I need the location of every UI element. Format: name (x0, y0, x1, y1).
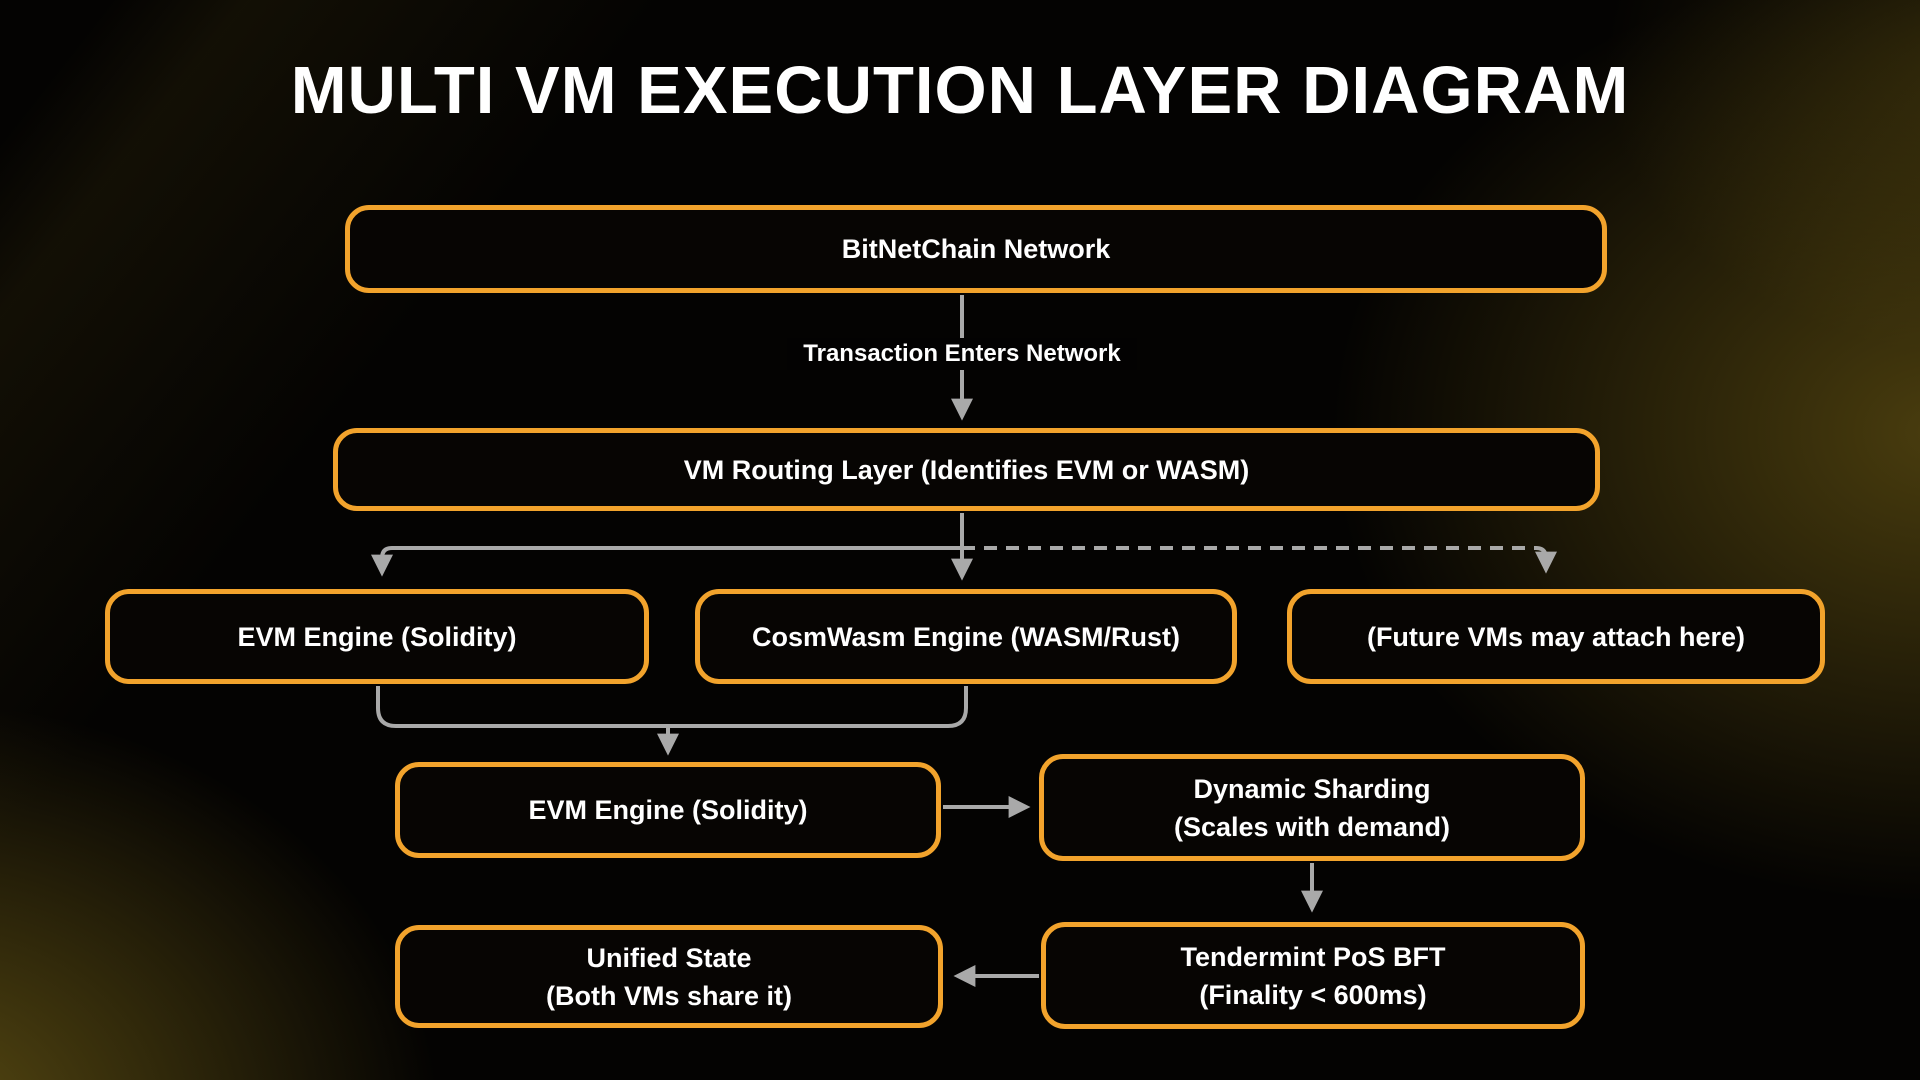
node-label-line2: (Finality < 600ms) (1199, 979, 1427, 1010)
node-label: EVM Engine (Solidity) (237, 621, 517, 652)
node-label-line1: Unified State (586, 942, 752, 973)
node-vm-routing-layer: VM Routing Layer (Identifies EVM or WASM… (333, 428, 1600, 511)
node-cosmwasm-engine: CosmWasm Engine (WASM/Rust) (695, 589, 1237, 684)
node-label-line1: Tendermint PoS BFT (1180, 941, 1446, 972)
node-label-line2: (Scales with demand) (1173, 811, 1451, 842)
node-label: CosmWasm Engine (WASM/Rust) (751, 621, 1181, 652)
node-tendermint-pos-bft: Tendermint PoS BFT (Finality < 600ms) (1041, 922, 1585, 1029)
edge-label-transaction: Transaction Enters Network (787, 338, 1137, 370)
node-evm-engine-2: EVM Engine (Solidity) (395, 762, 941, 858)
node-evm-engine: EVM Engine (Solidity) (105, 589, 649, 684)
node-label: (Future VMs may attach here) (1366, 621, 1746, 652)
node-label-line1: Dynamic Sharding (1193, 773, 1431, 804)
node-future-vms: (Future VMs may attach here) (1287, 589, 1825, 684)
node-label-line2: (Both VMs share it) (545, 980, 793, 1011)
node-label: VM Routing Layer (Identifies EVM or WASM… (683, 454, 1250, 485)
page-title: MULTI VM EXECUTION LAYER DIAGRAM (290, 53, 1630, 128)
node-bitnetchain-network: BitNetChain Network (345, 205, 1607, 293)
node-dynamic-sharding: Dynamic Sharding (Scales with demand) (1039, 754, 1585, 861)
node-label: EVM Engine (Solidity) (528, 795, 808, 825)
node-label: BitNetChain Network (841, 234, 1111, 264)
node-unified-state: Unified State (Both VMs share it) (395, 925, 943, 1028)
